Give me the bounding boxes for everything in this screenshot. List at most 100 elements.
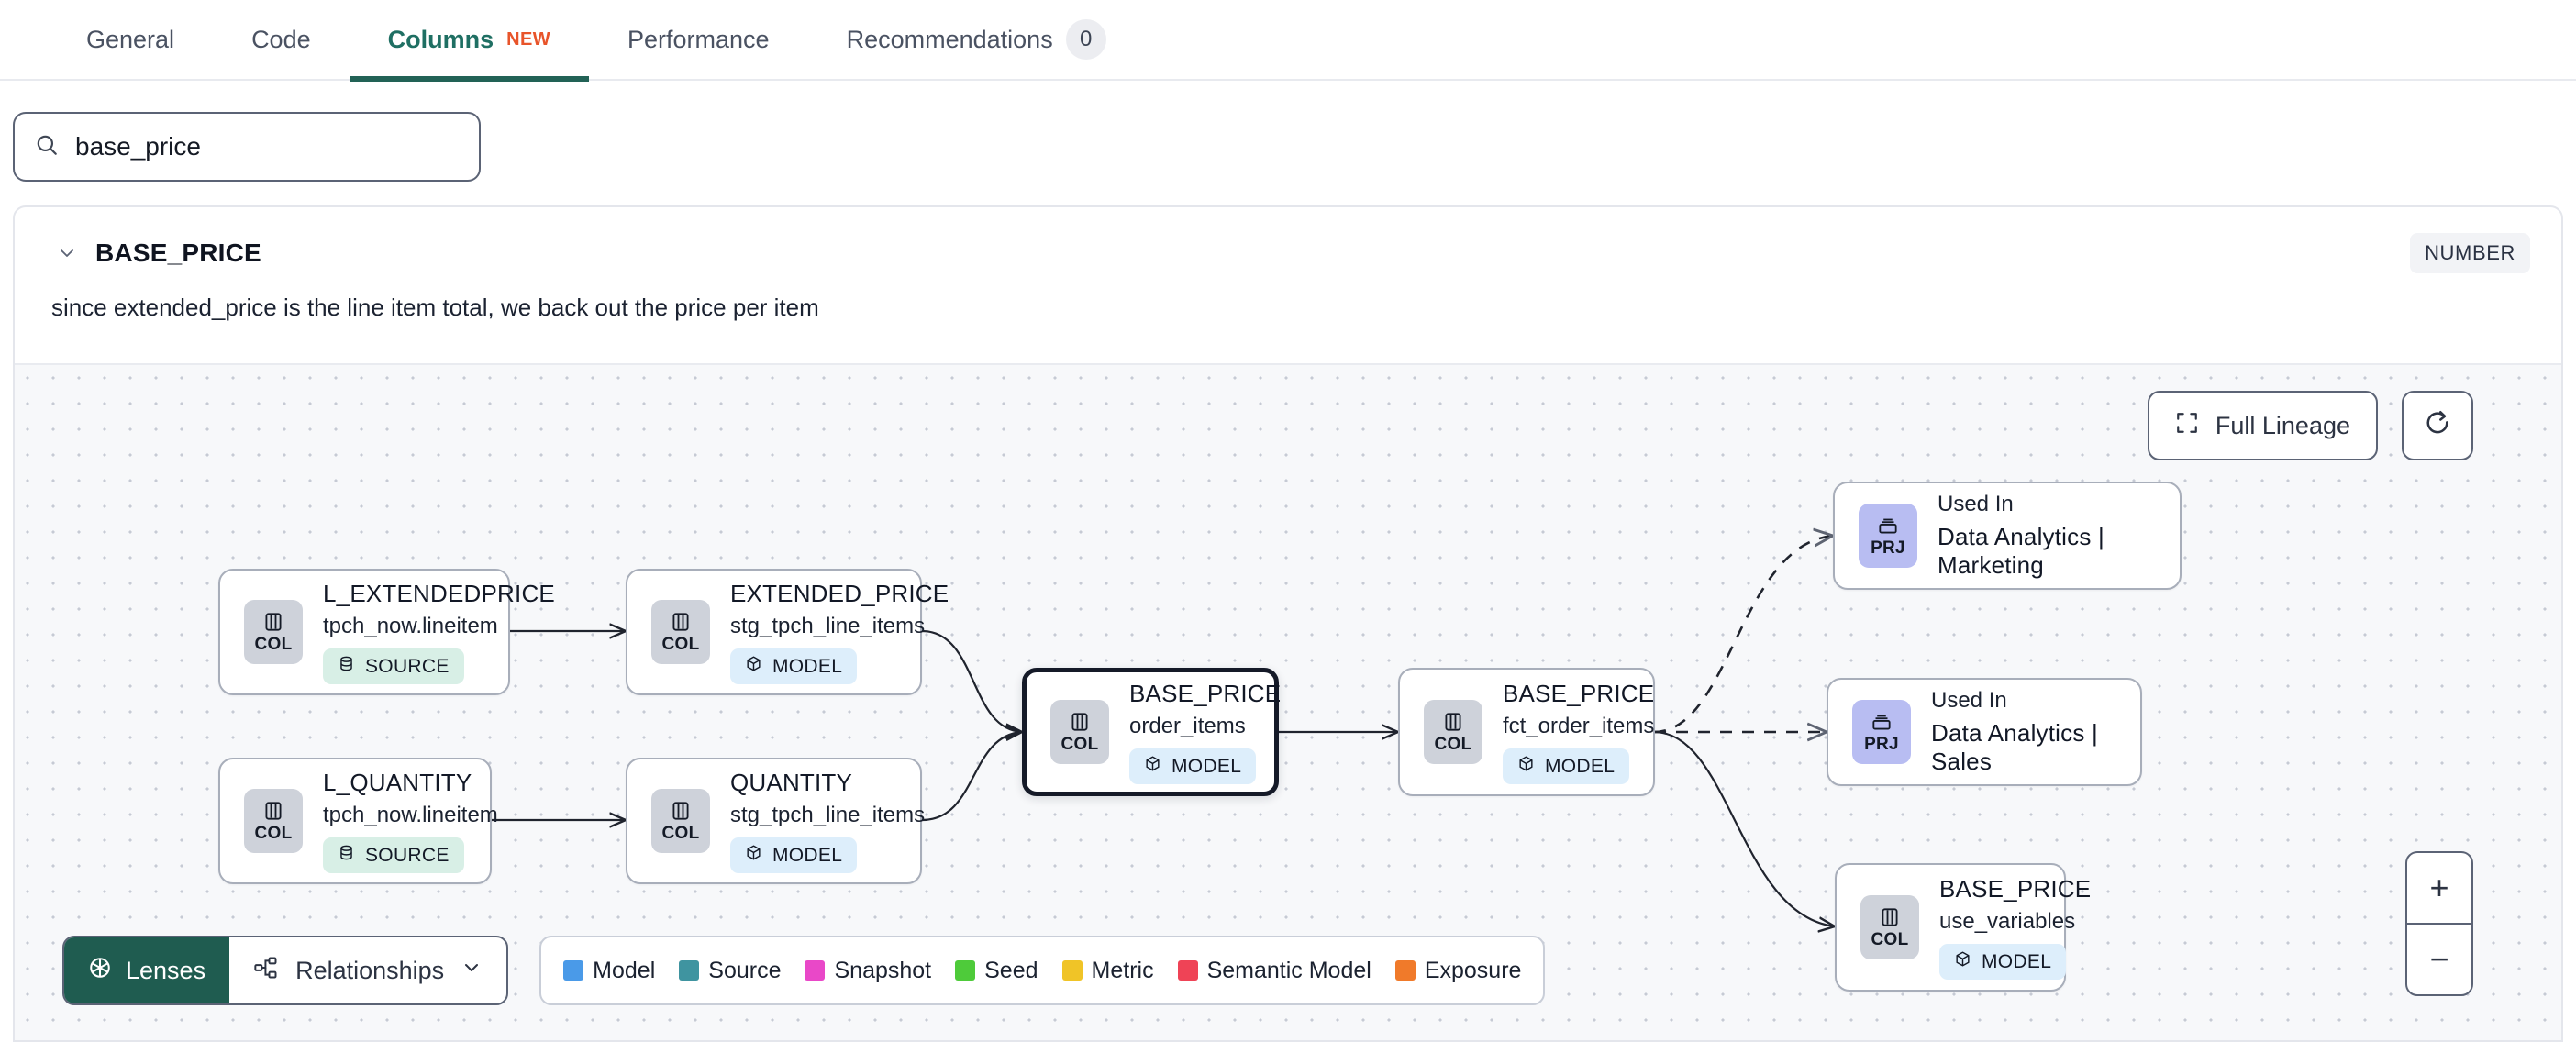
node-title: Used In [1938, 492, 2014, 516]
node-body: BASE_PRICE order_items MODEL [1129, 680, 1281, 784]
node-subtitle: order_items [1129, 714, 1246, 738]
cube-icon [1144, 755, 1161, 778]
tab-bar: General Code Columns NEW Performance Rec… [0, 0, 2576, 82]
node-subtitle: tpch_now.lineitem [323, 614, 498, 638]
legend-item-exposure: Exposure [1394, 957, 1522, 984]
lineage-node-quantity[interactable]: COL QUANTITY stg_tpch_line_items MODEL [626, 758, 925, 884]
node-title: BASE_PRICE [1939, 875, 2092, 903]
node-badge-source: SOURCE [323, 837, 464, 873]
node-body: L_EXTENDEDPRICE tpch_now.lineitem SOURCE [323, 580, 555, 684]
project-kind-icon: PRJ [1852, 700, 1911, 764]
lineage-node-base-price-use-variables[interactable]: COL BASE_PRICE use_variables MODEL [1835, 863, 2091, 992]
node-body: L_QUANTITY tpch_now.lineitem SOURCE [323, 769, 498, 873]
relationships-dropdown[interactable]: Relationships [229, 937, 506, 1003]
col-kind-icon: COL [651, 789, 710, 853]
search-icon [35, 133, 59, 161]
node-body: QUANTITY stg_tpch_line_items MODEL [730, 769, 925, 873]
column-type-badge: NUMBER [2410, 233, 2530, 273]
lenses-label: Lenses [126, 956, 206, 984]
lineage-node-base-price-order-items[interactable]: COL BASE_PRICE order_items MODEL [1022, 668, 1281, 796]
tab-general[interactable]: General [48, 0, 213, 80]
legend-swatch [955, 960, 976, 981]
kind-label: PRJ [1871, 538, 1905, 558]
lineage-edges [491, 365, 2561, 1040]
node-badge-model: MODEL [1939, 944, 2067, 980]
chevron-down-icon[interactable] [46, 242, 88, 264]
legend-item-source: Source [679, 958, 781, 984]
tab-label: General [86, 25, 175, 53]
node-subtitle: tpch_now.lineitem [323, 803, 498, 827]
badge-label: MODEL [1545, 755, 1616, 777]
lineage-node-l-quantity[interactable]: COL L_QUANTITY tpch_now.lineitem SOURCE [218, 758, 498, 884]
recommendations-count-badge: 0 [1065, 19, 1106, 60]
tab-columns[interactable]: Columns NEW [349, 0, 590, 82]
legend-item-model: Model [563, 958, 655, 984]
node-subtitle: stg_tpch_line_items [730, 803, 926, 827]
node-body: Used In Data Analytics | Sales [1931, 688, 2116, 776]
full-lineage-button[interactable]: Full Lineage [2147, 391, 2378, 460]
node-subtitle: Data Analytics | Marketing [1938, 523, 2104, 579]
badge-label: SOURCE [365, 655, 450, 677]
zoom-in-button[interactable]: + [2407, 853, 2471, 925]
chevron-down-icon [461, 957, 483, 985]
node-title: Used In [1931, 688, 2007, 713]
col-kind-icon: COL [244, 789, 303, 853]
relationships-label: Relationships [295, 956, 445, 984]
node-body: EXTENDED_PRICE stg_tpch_line_items MODEL [730, 580, 949, 684]
badge-label: SOURCE [365, 844, 450, 866]
search-box[interactable] [13, 112, 481, 182]
kind-label: COL [1060, 734, 1099, 754]
tab-code[interactable]: Code [213, 0, 350, 80]
column-detail-panel: BASE_PRICE NUMBER since extended_price i… [13, 205, 2563, 1042]
legend-swatch [1061, 960, 1083, 981]
legend-swatch [1177, 960, 1198, 981]
badge-label: MODEL [772, 844, 843, 866]
legend-label: Exposure [1424, 957, 1522, 983]
lineage-node-extended-price[interactable]: COL EXTENDED_PRICE stg_tpch_line_items M… [626, 569, 949, 695]
database-icon [338, 844, 355, 867]
lineage-node-base-price-fct-order-items[interactable]: COL BASE_PRICE fct_order_items MODEL [1398, 668, 1655, 796]
node-title: EXTENDED_PRICE [730, 580, 949, 607]
page-title: BASE_PRICE [95, 238, 261, 267]
legend-swatch [1394, 960, 1416, 981]
refresh-button[interactable] [2402, 391, 2473, 460]
new-badge: NEW [506, 28, 550, 50]
legend-label: Snapshot [834, 957, 932, 983]
lenses-button[interactable]: Lenses [64, 937, 230, 1003]
aperture-icon [88, 956, 112, 986]
lineage-node-l-extendedprice[interactable]: COL L_EXTENDEDPRICE tpch_now.lineitem SO… [218, 569, 555, 695]
tab-recommendations[interactable]: Recommendations 0 [808, 0, 1145, 80]
zoom-out-button[interactable]: − [2429, 940, 2449, 978]
search-input[interactable] [75, 132, 459, 161]
cube-icon [745, 655, 762, 678]
legend-label: Seed [984, 957, 1038, 983]
node-title: BASE_PRICE [1129, 680, 1282, 707]
col-kind-icon: COL [651, 600, 710, 664]
badge-label: MODEL [1171, 755, 1242, 777]
relationships-icon [253, 955, 279, 987]
tab-label: Performance [627, 25, 770, 53]
lineage-node-project-marketing[interactable]: PRJ Used In Data Analytics | Marketing [1833, 482, 2182, 590]
cube-icon [1954, 950, 1971, 973]
tab-performance[interactable]: Performance [589, 0, 808, 80]
lineage-canvas[interactable]: COL L_EXTENDEDPRICE tpch_now.lineitem SO… [15, 363, 2561, 1040]
legend-item-semantic-model: Semantic Model [1177, 957, 1371, 984]
lineage-bottom-toolbar: Lenses Relationships [62, 936, 1546, 1005]
refresh-icon [2424, 409, 2451, 443]
legend-label: Model [593, 957, 656, 983]
node-type-legend: Model Source Snapshot Seed Metric [539, 936, 1546, 1005]
kind-label: COL [1434, 734, 1472, 754]
node-subtitle: stg_tpch_line_items [730, 614, 926, 638]
legend-label: Metric [1091, 957, 1154, 983]
kind-label: COL [254, 823, 293, 843]
lineage-node-project-sales[interactable]: PRJ Used In Data Analytics | Sales [1827, 678, 2142, 786]
kind-label: COL [1871, 929, 1909, 949]
col-kind-icon: COL [1860, 895, 1919, 959]
database-icon [338, 655, 355, 678]
lens-relationship-group: Lenses Relationships [62, 936, 509, 1005]
kind-label: COL [661, 634, 700, 654]
full-lineage-label: Full Lineage [2215, 411, 2350, 439]
legend-label: Semantic Model [1206, 957, 1371, 983]
legend-label: Source [708, 957, 782, 983]
node-body: BASE_PRICE use_variables MODEL [1939, 875, 2091, 980]
